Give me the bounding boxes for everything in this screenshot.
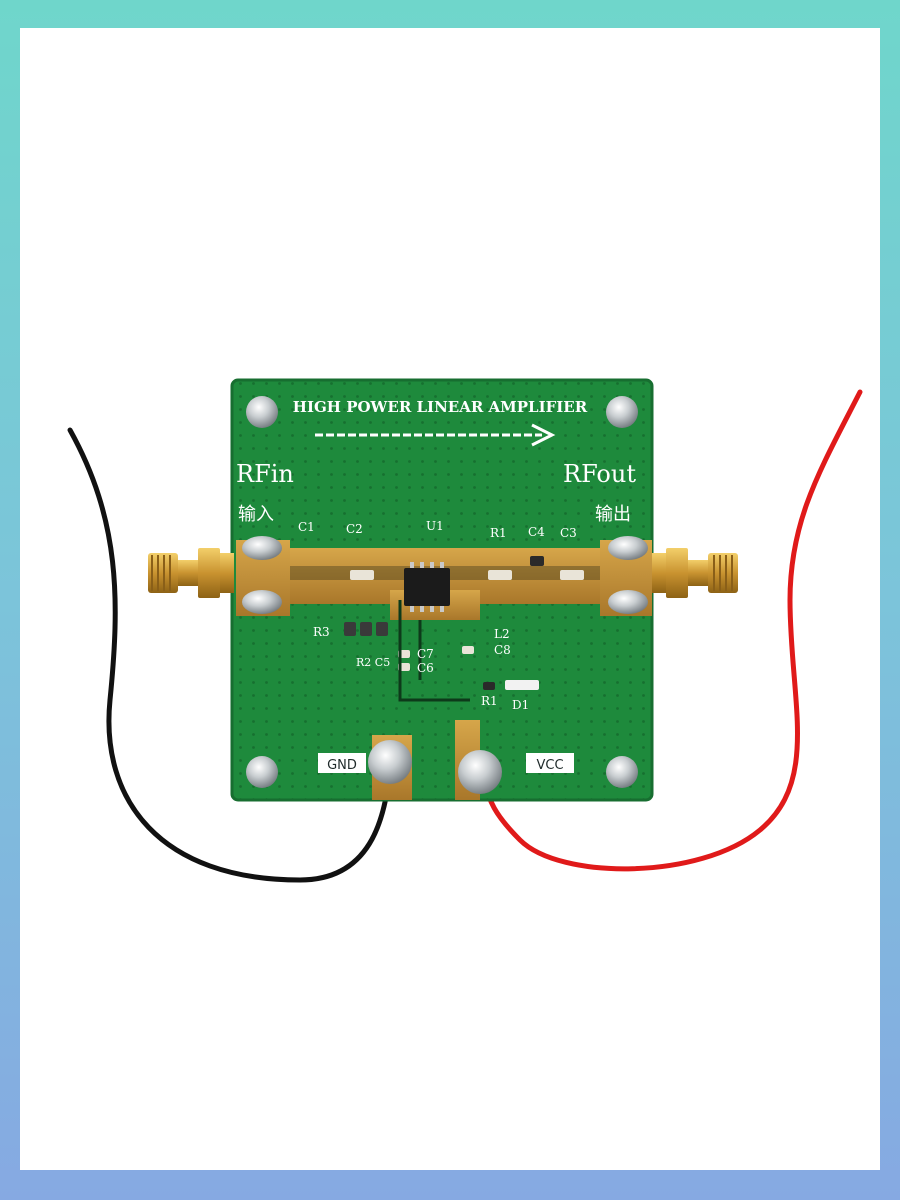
power-wire [482, 389, 863, 872]
vcc-label-box [526, 753, 574, 773]
mounting-screw-icon [246, 396, 638, 788]
label-c4: C4 [528, 525, 545, 539]
label-c6: C6 [417, 661, 434, 675]
rf-in-label: RFin [236, 460, 294, 488]
label-c3: C3 [560, 526, 577, 540]
label-u1: U1 [426, 519, 444, 533]
solder-joints [242, 536, 648, 794]
sma-connector-output [652, 548, 738, 598]
gnd-label-box [318, 753, 366, 773]
control-traces [398, 600, 470, 702]
label-c7: C7 [417, 647, 434, 661]
ground-wire [67, 427, 393, 883]
rf-in-cn-label: 输入 [238, 504, 274, 525]
gnd-label: GND [327, 758, 357, 773]
label-c1: C1 [298, 520, 315, 534]
label-d1: D1 [512, 698, 529, 712]
label-r3: R3 [313, 625, 330, 639]
rf-out-cn-label: 输出 [595, 504, 631, 525]
rf-out-label: RFout [563, 460, 636, 488]
label-r2-c5: R2 C5 [356, 656, 390, 669]
signal-direction-arrow [315, 423, 556, 447]
label-l2: L2 [494, 627, 510, 641]
vcc-label: VCC [536, 758, 563, 773]
board-title: HIGH POWER LINEAR AMPLIFIER [293, 398, 588, 416]
label-r1-bottom: R1 [481, 694, 498, 708]
u1-chip [404, 562, 450, 612]
label-r1-top: R1 [490, 526, 507, 540]
sma-connector-input [148, 548, 234, 598]
label-c2: C2 [346, 522, 363, 536]
label-c8: C8 [494, 643, 511, 657]
smd-components [344, 556, 584, 690]
